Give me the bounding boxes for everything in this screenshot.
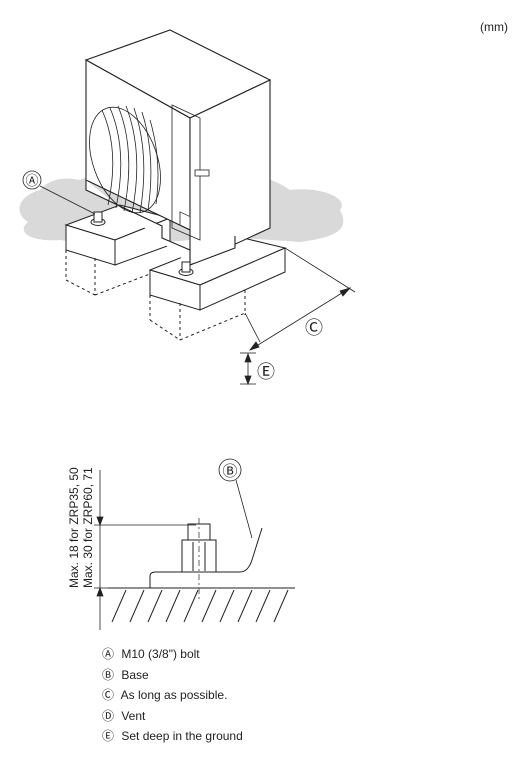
legend-text: M10 (3/8") bolt [121,647,200,661]
legend-text: Base [121,667,149,682]
right-base-buried [149,290,246,341]
legend-text: Vent [121,708,146,723]
legend-item-e: Ⓔ Set deep in the ground [102,726,243,747]
bolt-dimension-line1: Max. 18 for ZRP35, 50 [67,467,81,588]
legend-symbol: Ⓓ [102,708,115,723]
legend-symbol: Ⓑ [102,667,115,682]
legend-text: Set deep in the ground [121,729,243,743]
fan-grille [89,105,161,214]
service-panel [171,104,210,241]
outdoor-unit [84,29,272,266]
ground-hatch [111,589,289,623]
right-bolt [178,261,194,276]
callout-b-leader [235,479,253,539]
legend-item-a: Ⓐ M10 (3/8") bolt [102,644,243,665]
callout-a-letter: Ⓐ [25,173,38,188]
callout-b-circle [218,458,242,482]
legend-text: As long as possible. [120,688,228,702]
legend-item-c: Ⓒ As long as possible. [102,685,243,706]
callout-a-leader [39,185,96,215]
callout-e-symbol: Ⓔ [257,362,275,382]
left-base-buried [65,250,156,296]
legend-symbol: Ⓔ [102,729,115,743]
callout-c-symbol: Ⓒ [305,318,323,338]
callout-a-circle [22,170,42,190]
dimension-c [244,247,356,351]
left-bolt [90,211,106,226]
bolt-dimension-line2: Max. 30 for ZRP60, 71 [81,467,95,588]
legend-symbol: Ⓐ [102,647,115,661]
callout-b-letter: Ⓑ [222,463,237,480]
legend-item-b: Ⓑ Base [102,665,243,686]
dimension-e [240,352,256,386]
bolt-dimension [94,470,196,630]
unit-label: (mm) [480,20,508,34]
legend: Ⓐ M10 (3/8") bolt Ⓑ Base Ⓒ As long as po… [102,644,243,747]
legend-item-d: Ⓓ Vent [102,706,243,727]
legend-symbol: Ⓒ [102,688,115,702]
bolt-detail [149,523,263,588]
